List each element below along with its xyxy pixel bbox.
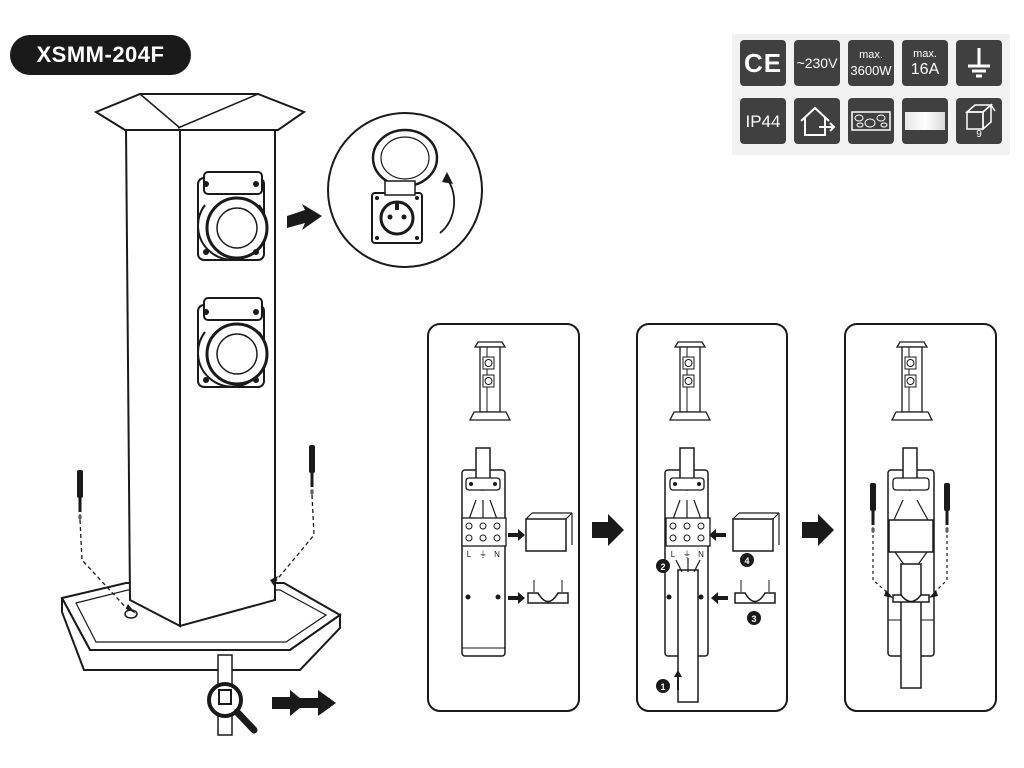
screwdriver-icon	[308, 444, 316, 496]
step-panel-1: L ⏚ N	[427, 323, 580, 712]
spec-panel: CE ~230V max. 3600W max. 16A IP44	[732, 34, 1010, 155]
screwdriver-icon	[76, 469, 84, 521]
step-number-4: 4	[744, 556, 749, 566]
step-badge-3	[747, 611, 761, 625]
ce-mark-label: CE	[743, 48, 783, 78]
model-label: XSMM-204F	[10, 35, 191, 75]
step-badge-2	[656, 559, 670, 573]
terminal-n-label: N	[698, 550, 704, 559]
current-label: 16A	[910, 60, 940, 78]
step-badge-1	[656, 679, 670, 693]
step-number-3: 3	[751, 614, 756, 624]
socket-top	[197, 171, 269, 261]
package-box-icon: 9	[956, 98, 1002, 144]
outdoor-house-icon	[794, 98, 840, 144]
magnifier-icon	[207, 682, 258, 734]
step-number-1: 1	[660, 682, 665, 692]
voltage-label: ~230V	[796, 55, 838, 71]
terminal-ground-label: ⏚	[479, 550, 487, 559]
detail-arrow-icon	[287, 204, 322, 230]
lid-detail-callout	[327, 112, 483, 268]
step-number-2: 2	[660, 562, 665, 572]
ce-mark-icon: CE	[740, 40, 786, 86]
terminal-ground-label: ⏚	[683, 550, 691, 559]
package-count-label: 9	[976, 129, 982, 140]
step-badge-4	[740, 553, 754, 567]
terminal-l-label: L	[671, 550, 676, 559]
voltage-icon: ~230V	[794, 40, 840, 86]
step-arrow-icon	[802, 514, 834, 546]
power-max-label: max.	[859, 48, 883, 61]
current-icon: max. 16A	[902, 40, 948, 86]
power-label: 3600W	[850, 62, 892, 78]
current-max-label: max.	[913, 47, 937, 60]
socket-bottom	[197, 297, 269, 388]
ip-rating-icon: IP44	[740, 98, 786, 144]
ground-symbol-icon	[956, 40, 1002, 86]
step-panel-2: L ⏚ N 1 2 3 4	[636, 323, 788, 712]
step-panel-3	[844, 323, 997, 712]
terminal-n-label: N	[494, 550, 500, 559]
step-arrow-icon	[592, 514, 624, 546]
surface-texture-icon	[902, 98, 948, 144]
ip-rating-label: IP44	[745, 111, 781, 131]
material-texture-icon	[848, 98, 894, 144]
terminal-l-label: L	[467, 550, 472, 559]
power-icon: max. 3600W	[848, 40, 894, 86]
outdoor-socket-post	[60, 93, 342, 736]
